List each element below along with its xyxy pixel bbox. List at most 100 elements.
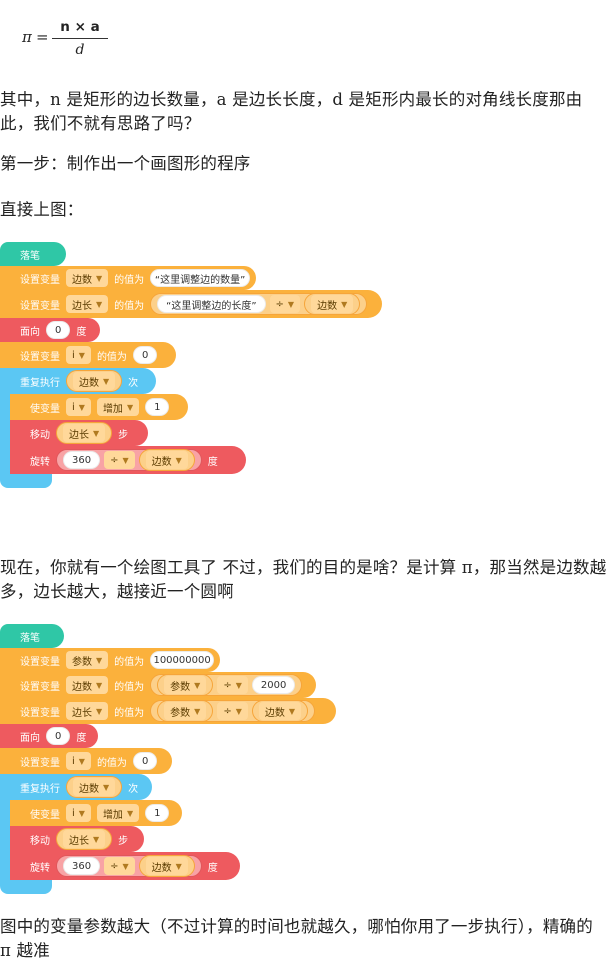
value-input[interactable]: 2000 [251,676,296,694]
block-label: 移动 [30,835,50,847]
block-set-sides[interactable]: 设置变量 边数▼ 的值为 参数▼ ÷▼ 2000 [0,672,316,698]
block-set-i[interactable]: 设置变量 i▼ 的值为 0 [0,342,176,368]
value-input[interactable]: 360 [63,857,101,875]
chevron-down-icon: ▼ [194,680,201,690]
value-input[interactable]: 0 [46,321,71,339]
variable-reporter[interactable]: 参数▼ [157,700,214,722]
variable-dropdown[interactable]: 边长▼ [66,702,109,720]
chevron-down-icon: ▼ [78,402,85,412]
block-label: 面向 [20,732,40,744]
variable-reporter[interactable]: 边数▼ [138,855,195,877]
block-set-i[interactable]: 设置变量 i▼ 的值为 0 [0,748,172,774]
value-input[interactable]: “这里调整边的长度” [157,295,266,313]
variable-dropdown[interactable]: 边长▼ [66,295,109,313]
variable-dropdown[interactable]: 参数▼ [66,651,109,669]
block-set-length[interactable]: 设置变量 边长▼ 的值为 “这里调整边的长度” ÷▼ 边数▼ [0,290,382,318]
block-label: 度 [207,862,218,874]
value-input[interactable]: 1 [145,804,170,822]
chevron-down-icon: ▼ [96,706,103,716]
variable-dropdown[interactable]: 边数▼ [66,269,109,287]
divide-operator[interactable]: 参数▼ ÷▼ 边数▼ [150,700,316,722]
variable-dropdown[interactable]: i▼ [66,346,91,364]
block-label: 的值为 [114,681,145,693]
value-input[interactable]: 0 [46,727,71,745]
block-set-length[interactable]: 设置变量 边长▼ 的值为 参数▼ ÷▼ 边数▼ [0,698,336,724]
block-move[interactable]: 移动 边长▼ 步 [10,420,148,446]
variable-dropdown[interactable]: 边数▼ [66,676,109,694]
field-text: 边长 [69,835,89,847]
block-repeat[interactable]: 重复执行 边数▼ 次 [0,774,152,800]
variable-dropdown[interactable]: 边数▼ [258,702,302,720]
block-move[interactable]: 移动 边长▼ 步 [10,826,144,852]
value-input[interactable]: 100000000 [150,651,214,669]
variable-dropdown[interactable]: 边数▼ [145,451,188,469]
variable-reporter[interactable]: 边数▼ [251,700,309,722]
variable-reporter[interactable]: 参数▼ [157,674,214,696]
variable-reporter[interactable]: 边数▼ [66,370,123,392]
variable-dropdown[interactable]: 参数▼ [164,676,207,694]
variable-reporter[interactable]: 边长▼ [56,422,113,444]
variable-dropdown[interactable]: 参数▼ [164,702,207,720]
block-label: 移动 [30,429,50,441]
block-set-sides[interactable]: 设置变量 边数▼ 的值为 “这里调整边的数量” [0,266,256,290]
operator-dropdown[interactable]: ÷▼ [104,451,135,469]
divide-operator[interactable]: “这里调整边的长度” ÷▼ 边数▼ [150,293,368,315]
value-input[interactable]: “这里调整边的数量” [150,269,250,287]
block-point-direction[interactable]: 面向 0 度 [0,724,98,748]
operation-dropdown[interactable]: 增加▼ [96,804,140,822]
block-pen-down[interactable]: 落笔 [0,242,66,266]
variable-reporter[interactable]: 边长 ▼ [56,828,113,850]
operator-dropdown[interactable]: ÷▼ [269,295,301,313]
value-input[interactable]: 360 [63,451,101,469]
block-label: 度 [76,732,87,744]
chevron-down-icon: ▼ [78,808,85,818]
field-text: i [72,755,75,767]
variable-dropdown[interactable]: 边数▼ [145,857,188,875]
block-change-i[interactable]: 使变量 i▼ 增加▼ 1 [10,800,182,826]
block-turn[interactable]: 旋转 360 ÷▼ 边数▼ 度 [10,852,240,880]
field-text: 边数 [79,783,99,795]
block-label: 落笔 [20,250,40,262]
variable-dropdown[interactable]: 边数▼ [73,372,116,390]
variable-reporter[interactable]: 边数▼ [138,449,195,471]
divide-operator[interactable]: 360 ÷▼ 边数▼ [56,449,202,471]
variable-reporter[interactable]: 边数▼ [304,293,361,315]
chevron-down-icon: ▼ [93,834,100,844]
chevron-down-icon: ▼ [122,861,129,871]
value-input[interactable]: 0 [132,752,158,770]
divide-operator[interactable]: 参数▼ ÷▼ 2000 [150,674,303,696]
block-repeat[interactable]: 重复执行 边数▼ 次 [0,368,156,394]
chevron-down-icon: ▼ [194,706,201,716]
operator-dropdown[interactable]: ÷▼ [217,676,248,694]
block-pen-down[interactable]: 落笔 [0,624,64,648]
variable-dropdown[interactable]: 边数▼ [73,778,116,796]
variable-dropdown[interactable]: i▼ [66,398,91,416]
block-turn[interactable]: 旋转 360 ÷▼ 边数▼ 度 [10,446,246,474]
field-text: ÷ [275,298,284,310]
chevron-down-icon: ▼ [341,299,348,309]
field-text: 边数 [151,862,172,874]
block-label: 次 [128,783,139,795]
block-label: 设置变量 [20,681,60,693]
variable-dropdown[interactable]: i▼ [66,752,91,770]
operation-dropdown[interactable]: 增加▼ [96,398,140,416]
block-point-direction[interactable]: 面向 0 度 [0,318,100,342]
block-label: 度 [76,326,87,338]
variable-dropdown[interactable]: i▼ [66,804,91,822]
field-text: ÷ [223,705,232,717]
value-input[interactable]: 0 [132,346,158,364]
variable-dropdown[interactable]: 边长▼ [63,424,106,442]
chevron-down-icon: ▼ [78,350,85,360]
block-set-param[interactable]: 设置变量 参数▼ 的值为 100000000 [0,648,220,672]
block-change-i[interactable]: 使变量 i▼ 增加▼ 1 [10,394,188,420]
paragraph-step-one: 第一步：制作出一个画图形的程序 [0,154,251,173]
value-input[interactable]: 1 [145,398,170,416]
operator-dropdown[interactable]: ÷▼ [217,702,248,720]
operator-dropdown[interactable]: ÷▼ [104,857,135,875]
variable-reporter[interactable]: 边数▼ [66,776,123,798]
divide-operator[interactable]: 360 ÷▼ 边数▼ [56,855,202,877]
chevron-down-icon: ▼ [288,706,296,716]
block-label: 面向 [20,326,40,338]
variable-dropdown[interactable]: 边数▼ [311,295,354,313]
variable-dropdown[interactable]: 边长 ▼ [63,830,106,848]
